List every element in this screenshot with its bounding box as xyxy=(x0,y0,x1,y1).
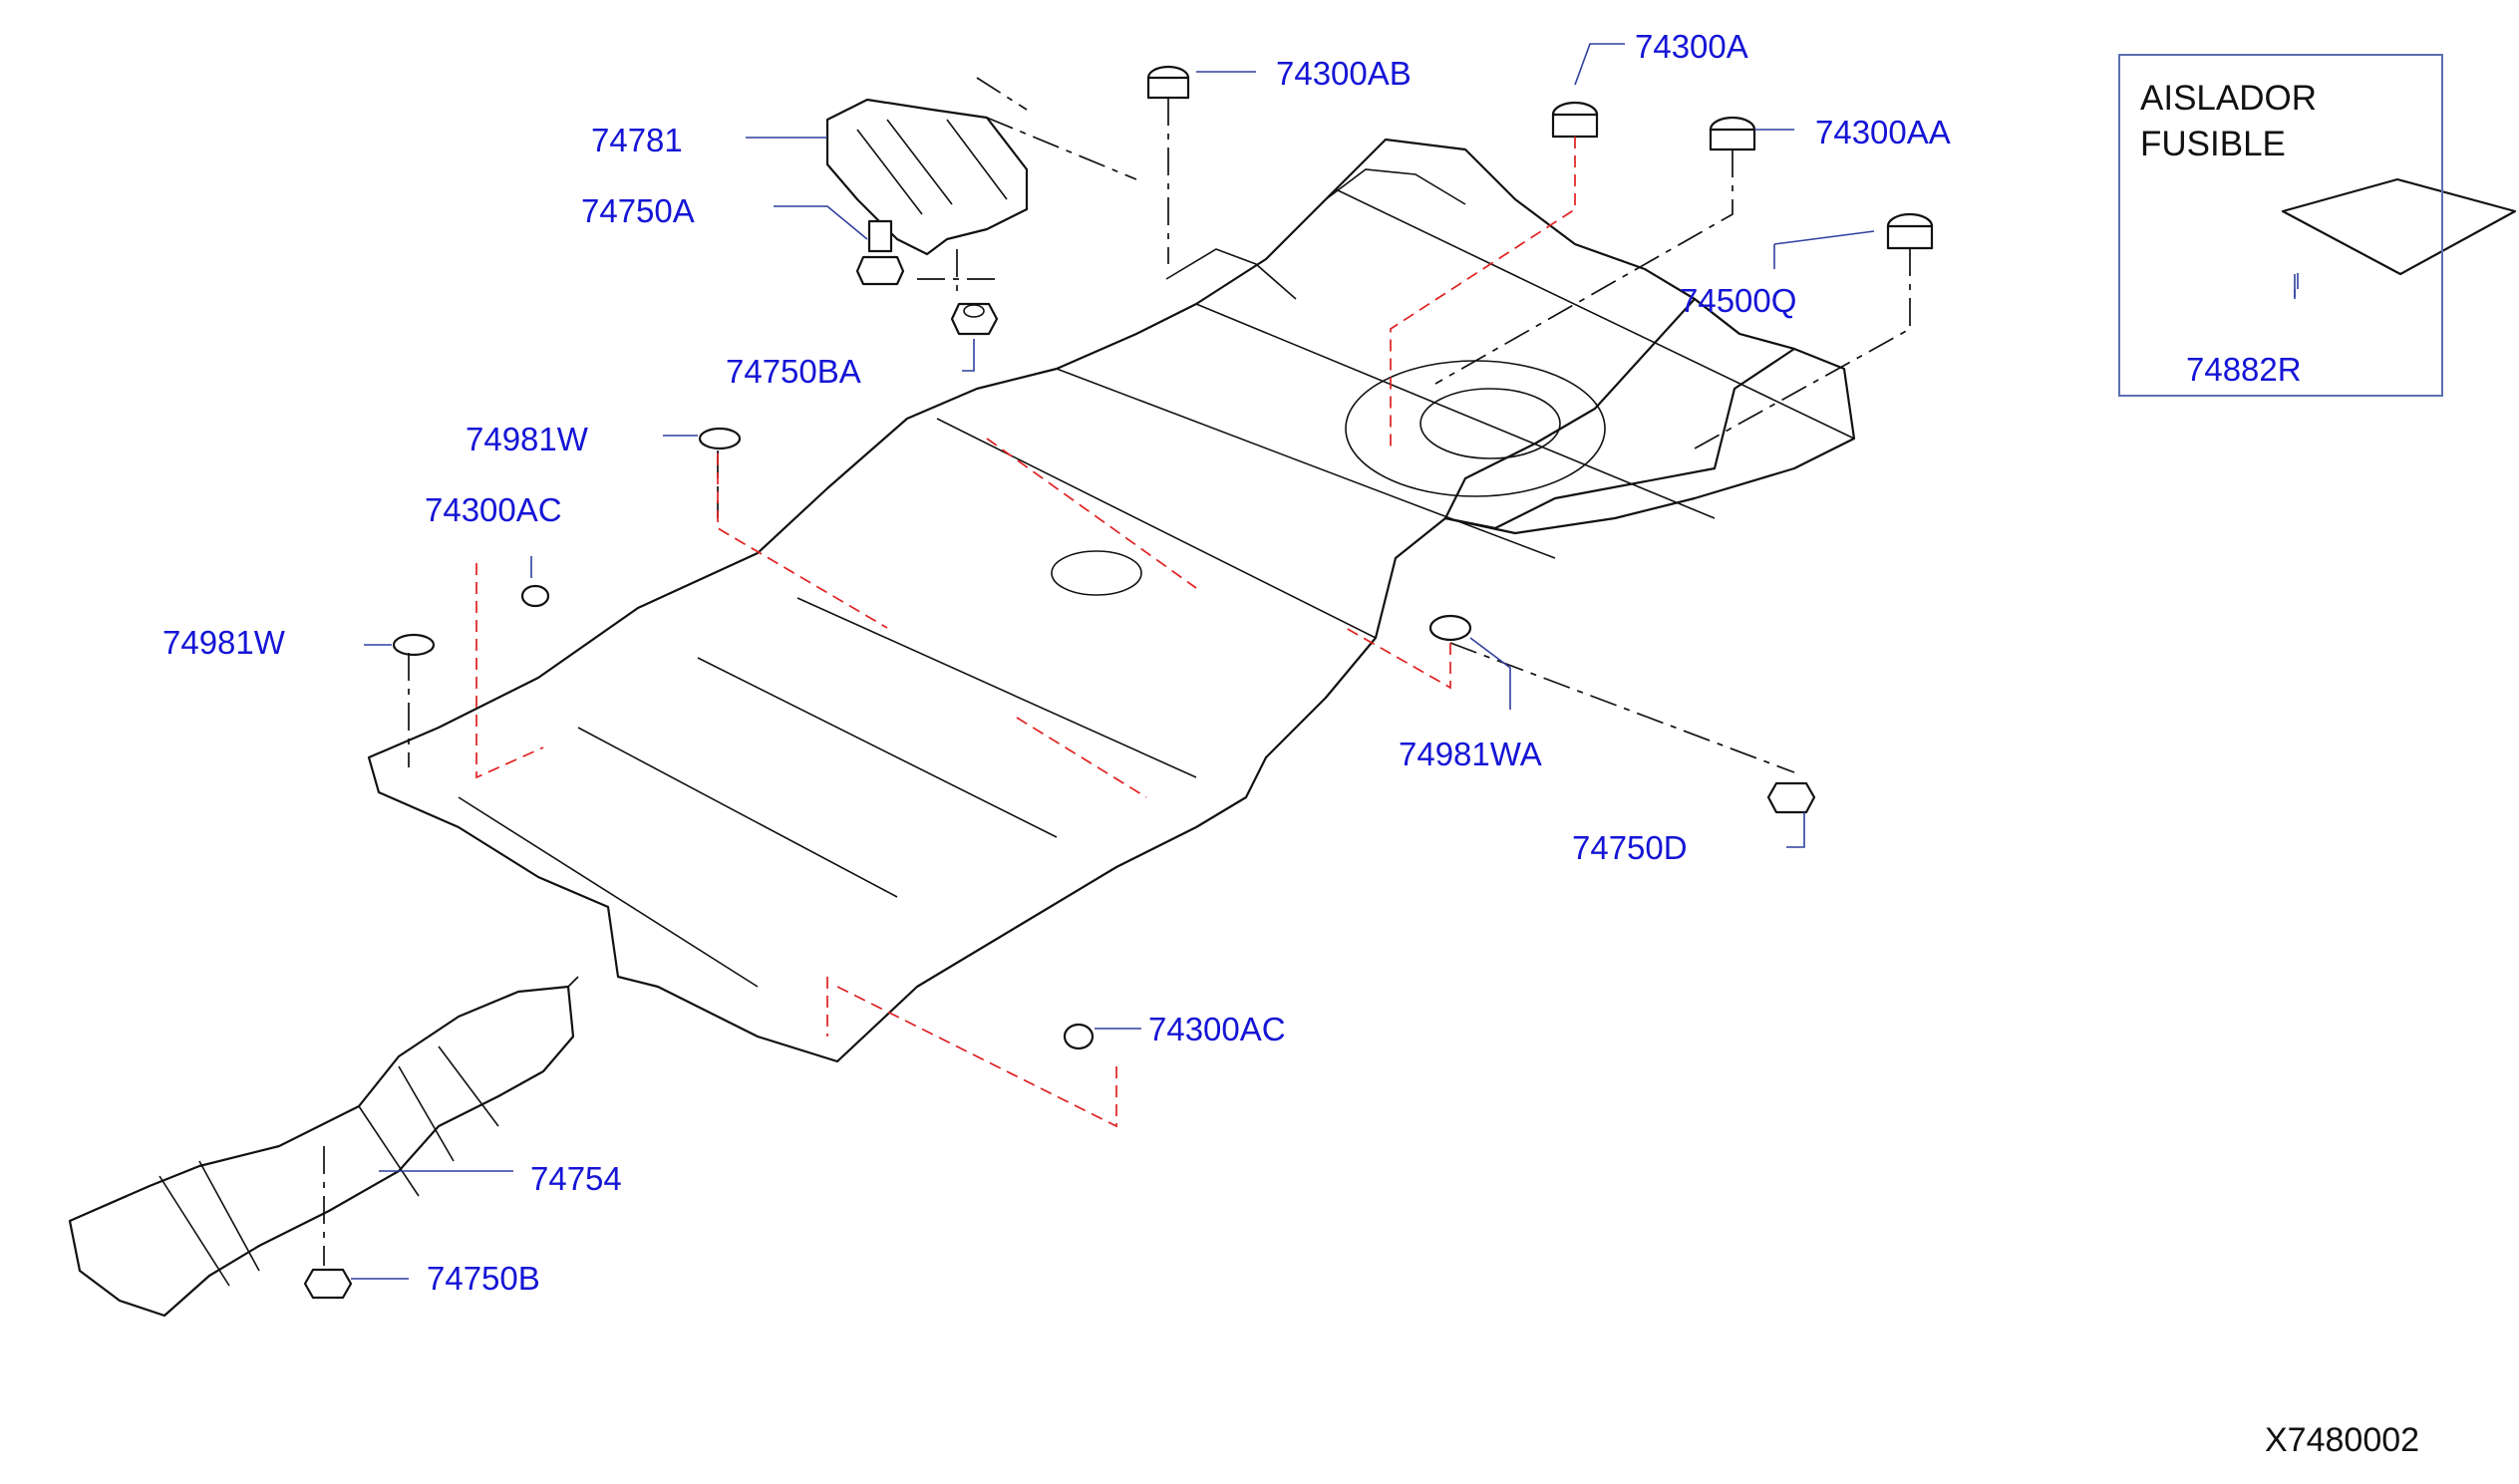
label-74981W-top[interactable]: 74981W xyxy=(466,421,588,457)
legend-part-number[interactable]: 74882R xyxy=(2186,351,2302,388)
label-74300AC-left[interactable]: 74300AC xyxy=(425,491,562,528)
label-74750D[interactable]: 74750D xyxy=(1572,829,1688,866)
label-74500Q[interactable]: 74500Q xyxy=(1680,282,1797,319)
label-74750A[interactable]: 74750A xyxy=(581,192,695,229)
bolt-74750A[interactable] xyxy=(867,219,893,253)
rear-insulator[interactable] xyxy=(1443,297,1796,530)
grommet-74981W-top[interactable] xyxy=(698,427,742,450)
grommet-74981WA[interactable] xyxy=(1428,614,1472,642)
legend-title-line-2: FUSIBLE xyxy=(2140,125,2286,163)
grommet-74981W-left[interactable] xyxy=(392,633,436,657)
plug-74300AC-bottom[interactable] xyxy=(1063,1023,1095,1050)
label-74750B[interactable]: 74750B xyxy=(427,1260,540,1297)
nut-74750BA[interactable] xyxy=(950,302,999,336)
nut-74750D[interactable] xyxy=(1766,781,1816,814)
legend-title: AISLADOR FUSIBLE xyxy=(2140,76,2317,167)
bracket-74781[interactable] xyxy=(825,98,1029,256)
legend-box: AISLADOR FUSIBLE 74882R xyxy=(2118,54,2443,397)
label-74300AA[interactable]: 74300AA xyxy=(1815,114,1951,150)
label-74981WA[interactable]: 74981WA xyxy=(1399,736,1542,772)
legend-title-line-1: AISLADOR xyxy=(2140,79,2317,118)
plug-74300AC-left[interactable] xyxy=(520,584,550,608)
legend-insulator-icon xyxy=(2281,177,2517,276)
label-74781[interactable]: 74781 xyxy=(591,122,683,158)
diagram-id: X7480002 xyxy=(2265,1421,2420,1459)
label-74300AC-bottom[interactable]: 74300AC xyxy=(1148,1011,1286,1047)
label-74981W-left[interactable]: 74981W xyxy=(162,624,285,661)
label-74300A[interactable]: 74300A xyxy=(1635,28,1748,65)
label-74750BA[interactable]: 74750BA xyxy=(726,353,861,390)
nut-74750B[interactable] xyxy=(303,1268,353,1300)
floor-insulator-main[interactable] xyxy=(367,138,1856,1063)
label-74300AB[interactable]: 74300AB xyxy=(1276,55,1412,92)
label-74754[interactable]: 74754 xyxy=(530,1160,622,1197)
